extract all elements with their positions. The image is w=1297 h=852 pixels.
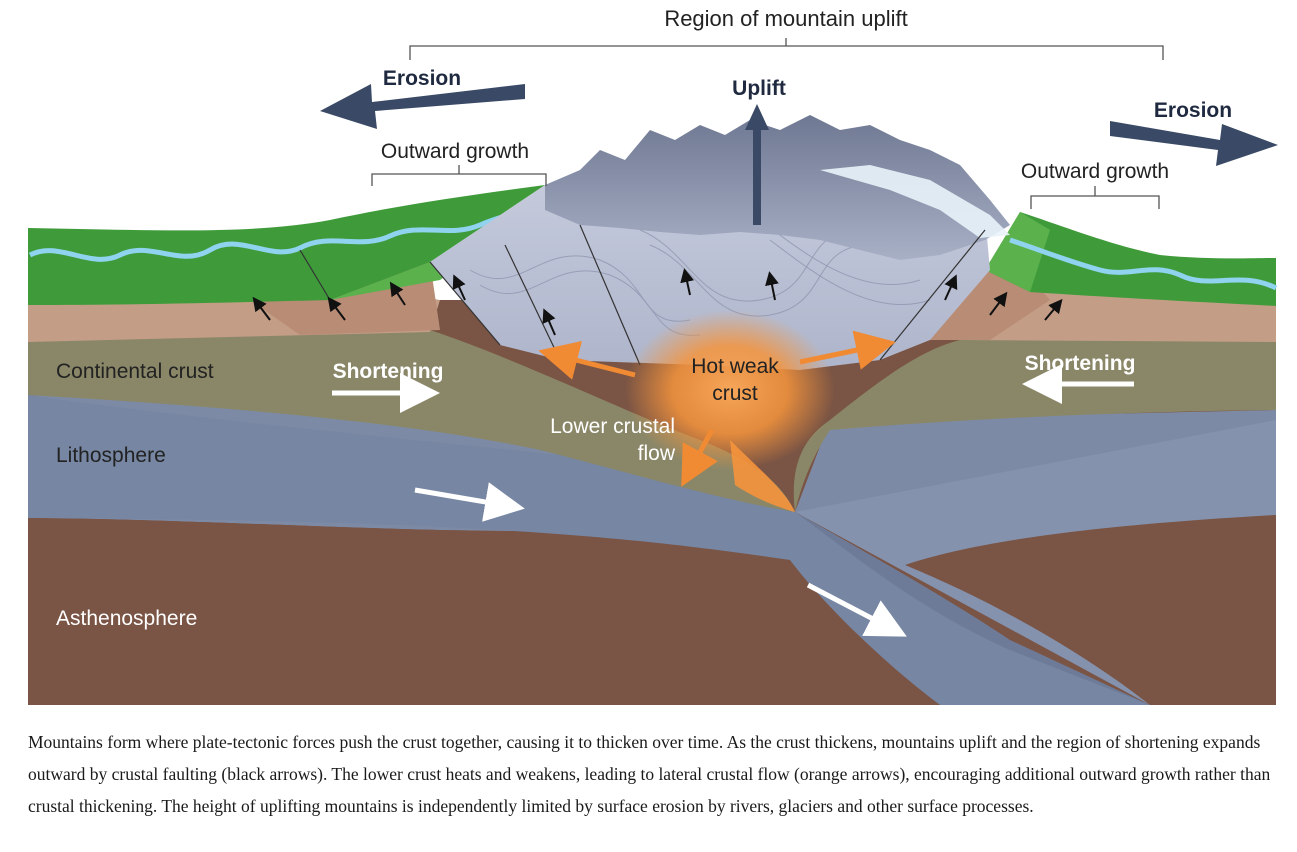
outward-growth-label-left: Outward growth (381, 140, 529, 163)
erosion-arrow-right (1110, 121, 1278, 166)
erosion-label-left: Erosion (383, 67, 461, 90)
continental-crust-label: Continental crust (56, 360, 214, 383)
shortening-label-right: Shortening (1025, 352, 1136, 375)
hot-weak-crust-label-2: crust (712, 382, 758, 405)
asthenosphere-label: Asthenosphere (56, 607, 197, 630)
continental-crust-right (793, 340, 1276, 512)
lower-crustal-flow-label-2: flow (638, 442, 676, 465)
river-left (28, 202, 549, 262)
uplift-label: Uplift (732, 77, 786, 100)
erosion-arrow-left (320, 84, 525, 129)
figure-caption: Mountains form where plate-tectonic forc… (28, 732, 1271, 816)
outward-growth-bracket-right (1030, 186, 1160, 209)
lithosphere-label: Lithosphere (56, 444, 166, 467)
region-bracket (409, 38, 1164, 60)
lower-crustal-flow-label-1: Lower crustal (550, 415, 675, 438)
hot-weak-crust-glow (625, 310, 835, 470)
outward-growth-bracket-left (371, 165, 547, 186)
outward-growth-label-right: Outward growth (1021, 160, 1169, 183)
mountain-formation-diagram: Region of mountain uplift Erosion Uplift… (28, 6, 1278, 705)
river-right (1009, 237, 1278, 291)
shortening-label-left: Shortening (333, 360, 444, 383)
erosion-label-right: Erosion (1154, 99, 1232, 122)
region-label: Region of mountain uplift (664, 6, 907, 31)
grass-left (28, 185, 545, 305)
mountain-peaks (545, 115, 1010, 260)
continental-crust-left (28, 330, 795, 512)
hot-weak-crust-label-1: Hot weak (691, 355, 779, 378)
